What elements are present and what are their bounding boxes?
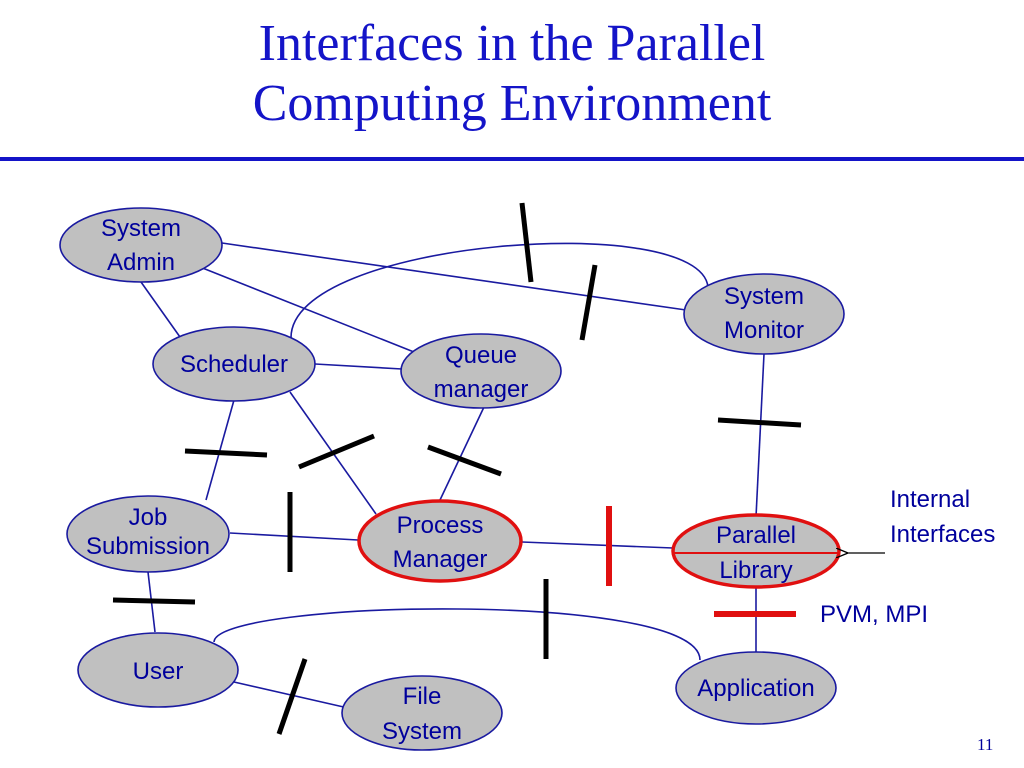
- node-label: Process: [397, 512, 484, 539]
- connections: [140, 242, 765, 709]
- node-system-admin: System Admin: [59, 207, 223, 283]
- node-parallel-library: Parallel Library: [671, 513, 841, 589]
- node-label: Parallel: [716, 522, 796, 549]
- edge-jobsubmission-processmanager: [229, 532, 359, 541]
- title-line-1: Interfaces in the Parallel: [258, 15, 766, 72]
- node-label: Submission: [86, 533, 210, 560]
- node-label: System: [724, 283, 804, 310]
- barrier-admin-monitor: [519, 202, 534, 283]
- barrier-scheduler-processmanager: [298, 433, 375, 470]
- title-line-2: Computing Environment: [252, 75, 772, 132]
- barrier-scheduler-monitor: [579, 264, 598, 341]
- pvm-mpi-label: PVM, MPI: [820, 601, 928, 628]
- node-job-submission: Job Submission: [66, 495, 230, 573]
- node-label: Manager: [393, 546, 488, 573]
- node-label: Library: [719, 557, 792, 584]
- edge-admin-scheduler: [140, 281, 181, 338]
- internal-interfaces-annotation: Internal Interfaces: [846, 486, 995, 553]
- node-system-monitor: System Monitor: [683, 273, 845, 355]
- barrier-user-filesystem: [276, 658, 308, 735]
- node-application: Application: [675, 651, 837, 725]
- node-label: Admin: [107, 249, 175, 276]
- internal-interfaces-label-2: Interfaces: [890, 521, 995, 548]
- node-label: System: [382, 718, 462, 745]
- edge-queue-processmanager: [439, 406, 485, 501]
- edge-monitor-parallellibrary: [755, 353, 765, 518]
- edge-admin-queue: [199, 266, 425, 357]
- edge-scheduler-queue: [314, 363, 403, 370]
- slide-title: Interfaces in the Parallel Computing Env…: [0, 14, 1024, 134]
- edge-user-application: [213, 608, 701, 661]
- node-label: Monitor: [724, 317, 804, 344]
- page-number: 11: [977, 735, 993, 754]
- node-queue-manager: Queue manager: [400, 333, 562, 409]
- interface-barriers: [112, 202, 802, 735]
- edge-scheduler-jobsubmission: [205, 399, 235, 501]
- node-label: User: [133, 658, 184, 685]
- node-label: Job: [129, 504, 168, 531]
- node-label: File: [403, 683, 442, 710]
- node-label: Scheduler: [180, 351, 288, 378]
- node-label: manager: [434, 376, 529, 403]
- barrier-queue-processmanager: [427, 444, 502, 477]
- node-file-system: File System: [341, 675, 503, 751]
- node-process-manager: Process Manager: [357, 499, 523, 583]
- edge-scheduler-monitor: [290, 242, 709, 339]
- edge-processmanager-parallellibrary: [521, 541, 674, 549]
- title-rule: [0, 157, 1024, 161]
- barrier-scheduler-jobsubmission: [184, 448, 268, 458]
- internal-barriers: [606, 506, 796, 617]
- barrier-jobsubmission-user: [112, 597, 196, 605]
- node-label: System: [101, 215, 181, 242]
- node-label: Queue: [445, 342, 517, 369]
- node-scheduler: Scheduler: [152, 326, 316, 402]
- barrier-monitor-parallellibrary: [717, 417, 802, 428]
- internal-interfaces-label-1: Internal: [890, 486, 970, 513]
- edge-admin-monitor: [221, 242, 687, 311]
- node-label: Application: [697, 675, 814, 702]
- node-user: User: [77, 632, 239, 708]
